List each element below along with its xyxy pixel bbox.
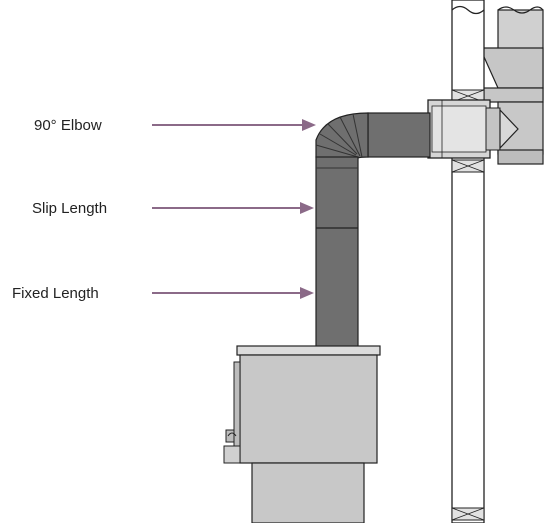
arrow-fixed-length: [152, 287, 314, 299]
vertical-chimney-pipe: [451, 0, 485, 523]
label-fixed-length: Fixed Length: [12, 285, 99, 302]
arrow-elbow: [152, 119, 316, 131]
label-slip-length: Slip Length: [32, 200, 107, 217]
elbow-90: [315, 112, 369, 168]
wall-thimble-tee: [427, 99, 544, 165]
vertical-stove-pipe: [315, 156, 359, 348]
label-elbow: 90° Elbow: [34, 117, 102, 134]
arrow-slip-length: [152, 202, 314, 214]
wood-stove: [223, 345, 381, 523]
horizontal-connector-pipe: [367, 112, 431, 158]
wall-chimney-upper: [479, 6, 544, 103]
